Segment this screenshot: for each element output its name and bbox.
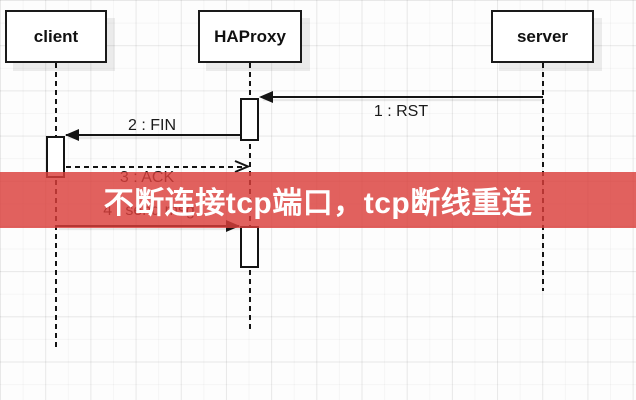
activation-bar-haproxy-1 (240, 98, 259, 141)
arrowhead-open-icon (234, 160, 250, 173)
actor-box-server: server (491, 10, 594, 63)
title-banner-overlay: 不断连接tcp端口，tcp断线重连 (0, 172, 636, 228)
arrowhead-left-icon (65, 129, 79, 141)
banner-title: 不断连接tcp端口，tcp断线重连 (103, 187, 533, 220)
message-line-rst (261, 96, 543, 98)
actor-label-haproxy: HAProxy (214, 26, 286, 46)
actor-box-client: client (5, 10, 107, 63)
message-line-fin (66, 134, 240, 136)
message-label-fin: 2 : FIN (127, 117, 177, 134)
actor-label-client: client (33, 26, 79, 46)
arrowhead-left-icon (259, 91, 273, 103)
activation-bar-haproxy-2 (240, 226, 259, 268)
actor-box-haproxy: HAProxy (198, 10, 302, 63)
message-line-ack (66, 166, 244, 168)
message-label-rst: 1 : RST (373, 103, 429, 120)
actor-label-server: server (516, 26, 569, 46)
